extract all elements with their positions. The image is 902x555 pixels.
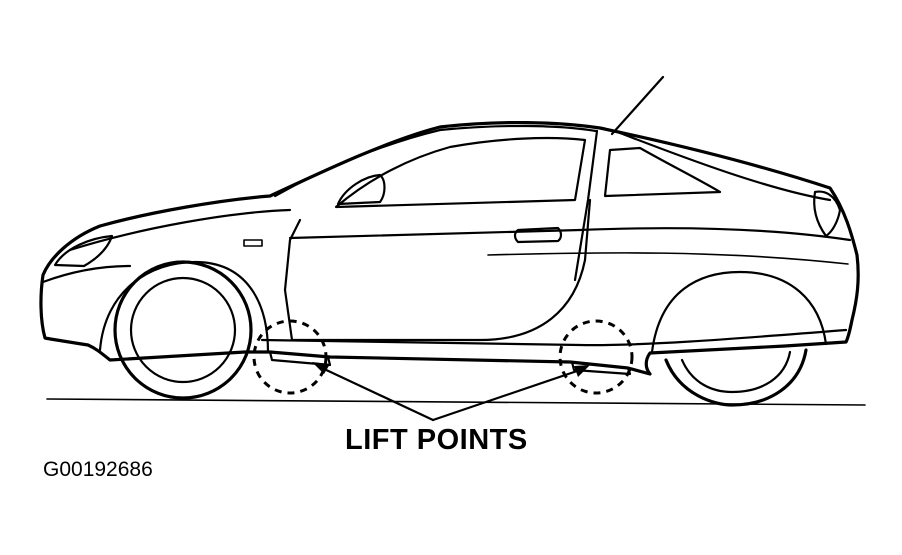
front-lift-point-marker: [252, 319, 328, 395]
beltline: [288, 227, 852, 242]
windshield: [273, 128, 442, 198]
figure-id: G00192686: [43, 458, 153, 481]
rear-lift-pad: [570, 360, 632, 376]
lift-points-label: LIFT POINTS: [345, 424, 528, 456]
roof-line: [438, 124, 598, 133]
rear-quarter-window: [603, 146, 722, 198]
front-rim: [129, 276, 237, 384]
front-bumper-line: [41, 264, 132, 284]
arrowhead-front: [312, 362, 330, 374]
arrowhead-rear: [574, 365, 590, 377]
front-wheel-arch: [98, 260, 270, 354]
hatch-line: [618, 131, 832, 202]
door-handle: [513, 226, 563, 244]
rear-lift-point-marker: [558, 319, 634, 395]
front-tire: [113, 260, 253, 400]
side-marker: [243, 239, 263, 247]
leader-line-front: [320, 366, 435, 422]
rear-rim: [680, 350, 792, 394]
lower-crease: [487, 252, 849, 265]
hood-line: [68, 208, 292, 252]
front-lift-pad: [268, 350, 332, 367]
door-outline: [283, 198, 592, 342]
side-window: [334, 136, 587, 209]
rear-tire: [664, 348, 808, 407]
rear-wheel-arch: [650, 270, 828, 354]
car-body-outline: [39, 120, 860, 376]
tail-light: [813, 190, 842, 238]
antenna: [610, 75, 665, 136]
leader-line-rear: [431, 368, 582, 422]
rocker-panel: [260, 328, 848, 347]
door-mirror: [336, 173, 386, 206]
headlight: [53, 234, 114, 268]
